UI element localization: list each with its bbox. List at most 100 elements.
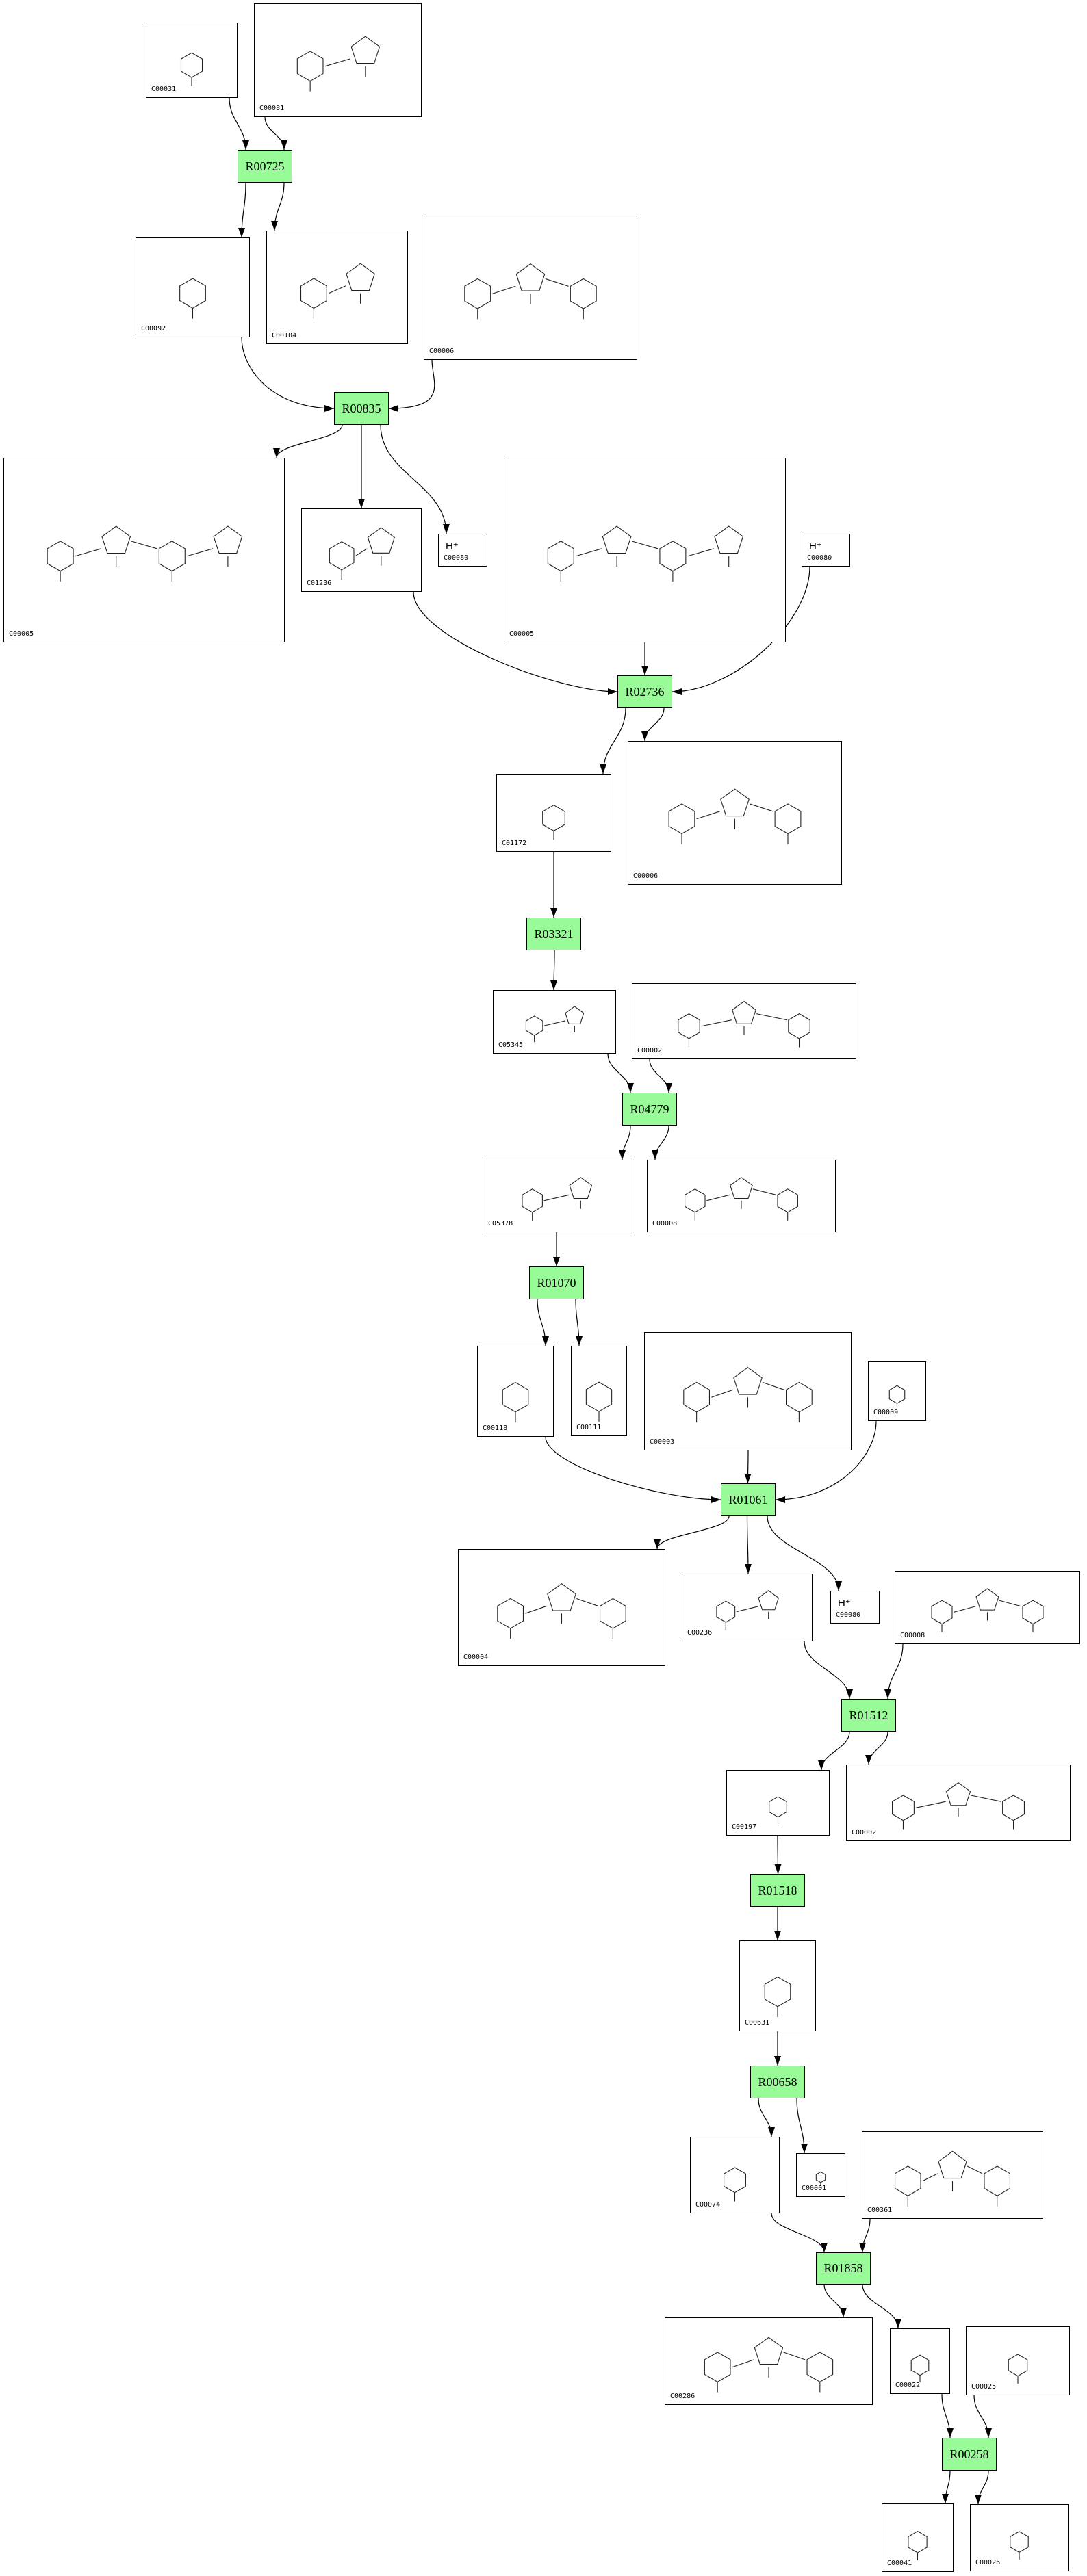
edge-c00092-to-R00835 [241, 337, 335, 409]
arrowhead-icon [281, 140, 287, 150]
arrowhead-icon [550, 980, 557, 990]
compound-id-label: C00080 [836, 1611, 861, 1619]
structure-drawing [908, 2530, 928, 2560]
arrowhead-icon [744, 1474, 752, 1483]
compound-node-c00104[interactable]: C00104 [266, 231, 408, 344]
reaction-node-r01518[interactable]: R01518 [750, 1874, 805, 1907]
compound-node-c00002[interactable]: C00002 [846, 1765, 1071, 1841]
edge-c01236-to-R02736 [413, 591, 618, 692]
compound-id-label: C00041 [887, 2560, 912, 2567]
compound-node-c00008[interactable]: C00008 [895, 1571, 1080, 1644]
structure-drawing [502, 1381, 529, 1422]
reaction-node-r02736[interactable]: R02736 [617, 675, 672, 708]
compound-id-label: C00031 [151, 86, 177, 93]
arrowhead-icon [553, 1257, 560, 1266]
compound-node-c00006[interactable]: C00006 [424, 216, 637, 360]
reaction-node-r00258[interactable]: R00258 [942, 2438, 997, 2471]
compound-node-c00005[interactable]: C00005 [504, 458, 786, 642]
compound-node-c00001[interactable]: C00001 [796, 2153, 845, 2197]
compound-node-c00003[interactable]: C00003 [644, 1332, 852, 1450]
compound-node-c00080[interactable]: H⁺C00080 [438, 534, 487, 567]
compound-node-c00074[interactable]: C00074 [690, 2137, 780, 2213]
structure-drawing [179, 278, 206, 319]
arrowhead-icon [975, 2495, 982, 2504]
reaction-node-r00835[interactable]: R00835 [334, 392, 389, 425]
compound-id-label: C00092 [141, 325, 166, 333]
compound-node-c00026[interactable]: C00026 [970, 2504, 1069, 2571]
compound-id-label: C00236 [687, 1629, 713, 1637]
edge-c00074-to-R01858 [771, 2213, 825, 2253]
compound-node-c00080[interactable]: H⁺C00080 [802, 534, 850, 567]
compound-node-c00197[interactable]: C00197 [726, 1770, 830, 1836]
arrowhead-icon [641, 666, 648, 675]
reaction-node-r03321[interactable]: R03321 [526, 918, 581, 950]
structure-drawing [704, 2337, 834, 2393]
arrowhead-icon [619, 1150, 626, 1160]
arrowhead-icon [627, 1083, 634, 1093]
reaction-node-r04779[interactable]: R04779 [622, 1093, 677, 1126]
structure-drawing [910, 2354, 930, 2383]
edge-c00006a-to-R00835 [388, 359, 435, 409]
compound-node-c00111[interactable]: C00111 [571, 1346, 627, 1436]
compound-node-c00004[interactable]: C00004 [458, 1549, 665, 1666]
arrowhead-icon [846, 1689, 853, 1699]
compound-node-c00118[interactable]: C00118 [477, 1346, 554, 1437]
compound-node-c00031[interactable]: C00031 [146, 23, 238, 98]
compound-node-c05378[interactable]: C05378 [483, 1160, 630, 1232]
compound-id-label: C00002 [852, 1829, 877, 1836]
compound-node-c00361[interactable]: C00361 [862, 2131, 1043, 2219]
compound-id-label: C00006 [633, 872, 658, 880]
reaction-node-r01070[interactable]: R01070 [529, 1266, 584, 1299]
reaction-node-r01061[interactable]: R01061 [721, 1483, 776, 1516]
arrowhead-icon [942, 2494, 949, 2503]
compound-node-c01236[interactable]: C01236 [301, 508, 422, 592]
edge-c00118-to-R01061 [545, 1436, 721, 1500]
arrowhead-icon [324, 405, 334, 412]
compound-node-c01172[interactable]: C01172 [496, 774, 611, 852]
arrowhead-icon [654, 1539, 661, 1549]
reaction-node-r00725[interactable]: R00725 [238, 150, 292, 183]
compound-node-c00092[interactable]: C00092 [136, 237, 250, 337]
compound-id-label: C00080 [807, 554, 832, 562]
compound-node-c00081[interactable]: C00081 [254, 3, 422, 117]
arrowhead-icon [542, 1336, 549, 1346]
compound-node-c00006[interactable]: C00006 [628, 741, 842, 885]
compound-node-c05345[interactable]: C05345 [493, 990, 616, 1054]
structure-drawing [464, 263, 597, 320]
structure-drawing [685, 1177, 798, 1221]
compound-node-c00286[interactable]: C00286 [665, 2317, 873, 2405]
structure-drawing [888, 1385, 906, 1410]
compound-id-label: C00111 [576, 1424, 602, 1431]
compound-id-label: C00005 [509, 630, 535, 638]
compound-id-label: C00026 [975, 2559, 1001, 2566]
compound-id-label: C05378 [488, 1220, 513, 1227]
structure-drawing [296, 36, 381, 92]
compound-node-c00041[interactable]: C00041 [882, 2503, 954, 2572]
structure-drawing [1008, 2354, 1028, 2384]
compound-node-c00236[interactable]: C00236 [682, 1574, 813, 1641]
structure-drawing [522, 1177, 593, 1221]
compound-node-c00022[interactable]: C00022 [890, 2328, 950, 2394]
structure-drawing [769, 1796, 787, 1825]
compound-node-c00002[interactable]: C00002 [632, 983, 856, 1059]
arrowhead-icon [576, 1336, 583, 1346]
arrowhead-icon [389, 405, 398, 412]
arrowhead-icon [242, 140, 249, 150]
compound-node-c00005[interactable]: C00005 [3, 458, 285, 642]
compound-node-c00025[interactable]: C00025 [966, 2326, 1070, 2395]
compound-node-c00631[interactable]: C00631 [739, 1940, 816, 2031]
compound-node-c00080[interactable]: H⁺C00080 [830, 1591, 880, 1624]
structure-drawing [542, 805, 565, 840]
compound-id-label: C00006 [429, 348, 455, 355]
compound-id-label: C00008 [652, 1220, 678, 1227]
compound-id-label: C00009 [873, 1409, 899, 1416]
compound-id-label: C01236 [307, 580, 332, 587]
compound-node-c00008[interactable]: C00008 [647, 1160, 836, 1232]
reaction-node-r01512[interactable]: R01512 [841, 1699, 896, 1732]
reaction-node-r01858[interactable]: R01858 [816, 2252, 871, 2285]
compound-symbol: H⁺ [446, 541, 459, 552]
reaction-node-r00658[interactable]: R00658 [750, 2066, 805, 2098]
arrowhead-icon [774, 1864, 782, 1874]
compound-node-c00009[interactable]: C00009 [868, 1361, 926, 1421]
